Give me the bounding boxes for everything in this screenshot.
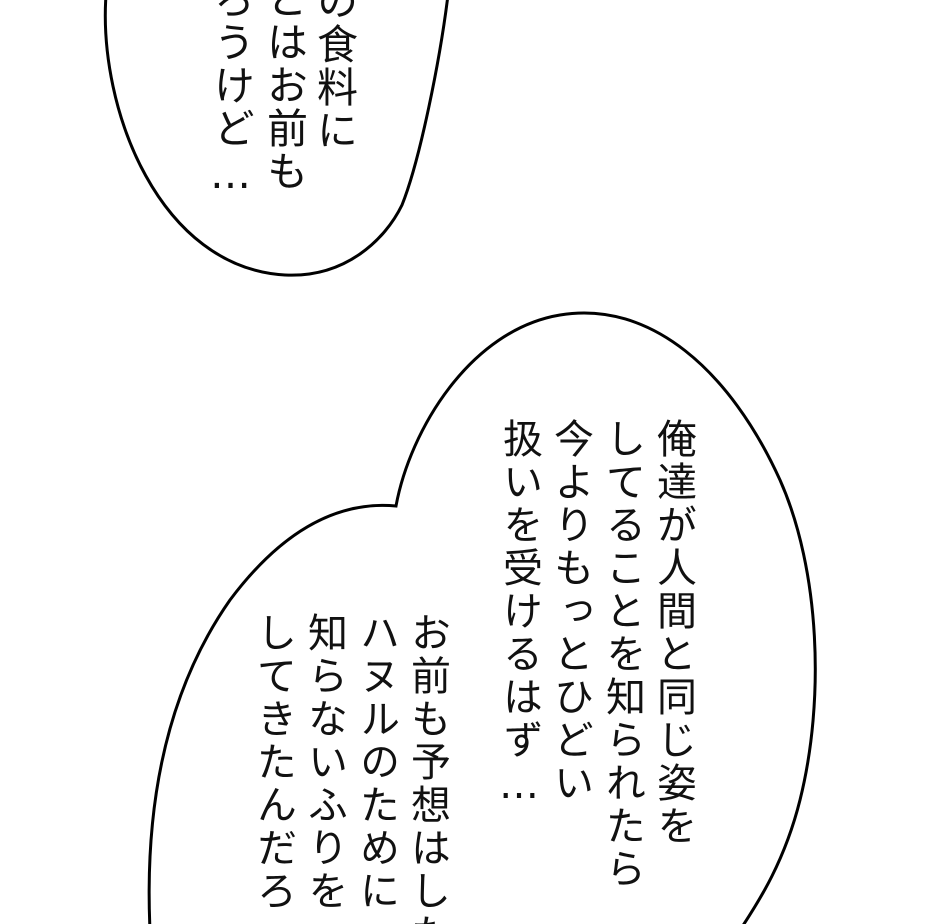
- bubble-main-line-3: 今よりもっとひどい: [547, 418, 593, 805]
- bubble-top-line-3: ろうけど…: [206, 0, 255, 200]
- bubble-main-line-6: ハヌルのために: [353, 612, 399, 913]
- speech-bubble-top-outline: [103, 0, 449, 277]
- bubble-top-line-1: の食料に: [309, 0, 358, 152]
- bubble-main-line-4: 扱いを受けるはず…: [496, 418, 542, 811]
- bubble-main-line-7: 知らないふりを: [301, 612, 347, 913]
- bubble-top-line-2: とはお前も: [259, 0, 308, 193]
- bubble-main-line-5: お前も予想はした: [404, 612, 450, 924]
- bubble-main-line-2: してることを知られたら: [599, 418, 645, 891]
- speech-bubble-main-outline: [147, 311, 817, 924]
- bubble-main-line-1: 俺達が人間と同じ姿を: [650, 418, 696, 848]
- bubble-main-line-8: してきたんだろ: [250, 612, 296, 913]
